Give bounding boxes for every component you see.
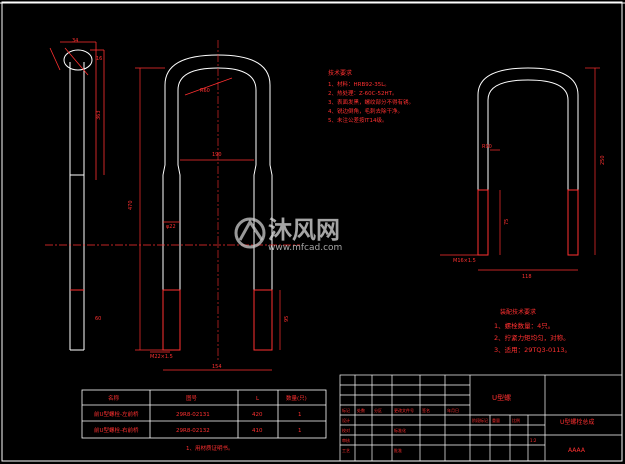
watermark-url: www.mfcad.com [268,243,342,253]
th-qty: 数量(只) [286,394,307,402]
dim-thread: M22×1.5 [150,354,173,360]
dim-thread-len: 95 [284,316,290,322]
tb-cell-9: 工艺 [342,448,350,453]
right-thread-ends [477,189,579,256]
tb-cell-0: 标记 [342,407,350,413]
tb-cell-6: 设计 [342,417,350,423]
tb-cell-12: 阶段标记 [472,417,488,423]
note2-2: 2、拧紧力矩均匀，对称。 [494,333,570,342]
right-dim-h: 250 [600,155,606,165]
tb-cell-10: 标准化 [394,427,406,433]
dim-left-height: 363 [96,110,102,120]
tb-cell-11: 批准 [394,447,402,453]
note-1: 1、材料：HRB92-35L。 [328,80,390,88]
right-dims [440,67,600,271]
tb-cell-7: 校对 [342,427,350,433]
note2-3: 3、适用：29TQ3-0113。 [494,345,571,354]
notes-title: 技术要求 [328,69,352,77]
note-3: 3、表面发黑，螺纹部分不得有锈。 [328,98,414,106]
right-dim-w: 118 [522,274,532,280]
left-side-view [63,49,93,351]
right-dim-len: 75 [504,219,510,225]
tb-cell-15: 1:2 [530,438,537,443]
main-dims [135,67,281,371]
tb-cell-14: 比例 [512,417,520,423]
th-code: 图号 [186,394,198,402]
watermark: 沐风网 www.mfcad.com [234,216,342,253]
note-4: 4、锐边倒角，毛刺去除干净。 [328,107,403,115]
note2-1: 1、螺栓数量：4只。 [494,321,554,330]
row1-code: 29R8-02131 [176,412,210,418]
tb-cell-8: 审核 [342,437,350,443]
tb-cell-2: 分区 [374,407,382,413]
note-5: 5、未注公差按IT14级。 [328,116,387,124]
tb-cell-3: 更改文件号 [394,407,414,413]
dim-top-small2: 16 [96,56,102,62]
row1-qty: 1 [298,412,302,418]
tb-cell-5: 年月日 [447,407,459,413]
tb-cell-1: 处数 [357,407,365,413]
assembly-notes: 装配技术要求 1、螺栓数量：4只。 2、拧紧力矩均匀，对称。 3、适用：29TQ… [494,308,571,354]
u-bolt-right [477,67,579,256]
row2-name: 前U型螺栓-右前桥 [94,426,139,434]
right-dim-r: R90 [482,144,492,150]
right-dim-thread: M16×1.5 [453,258,476,264]
tb-name: U型螺栓总成 [560,418,594,426]
row1-name: 前U型螺栓-左前桥 [94,410,139,418]
row2-qty: 1 [298,428,302,434]
row2-l: 410 [252,428,263,434]
notes2-title: 装配技术要求 [500,308,536,316]
thread-ends [162,289,273,351]
u-bolt-main [162,54,273,351]
parts-table [81,389,327,439]
watermark-text: 沐风网 [268,216,340,244]
tech-notes: 技术要求 1、材料：HRB92-35L。 2、热处理：Z-60C-52HT。 3… [328,69,414,124]
logo-mark-icon [238,219,264,241]
tb-main-label: U型螺 [492,393,511,402]
tb-code: AAAA [568,447,586,454]
dim-height-total: 470 [128,200,134,210]
dim-bottom-width: 154 [212,364,222,370]
th-l: L [256,396,260,402]
left-side-dims [49,41,105,180]
dim-top-small: 34 [72,38,78,44]
title-block [339,374,623,462]
th-name: 名称 [108,394,120,402]
row2-code: 29R8-02132 [176,428,210,434]
dim-width-inner: 190 [212,152,222,158]
dim-phi: φ22 [166,224,176,230]
row1-l: 420 [252,412,263,418]
tb-cell-4: 签名 [422,407,430,413]
table-note: 1、用材质证明书。 [186,444,234,452]
dim-r1: R60 [200,88,210,94]
tb-cells: 标记 处数 分区 更改文件号 签名 年月日 设计 校对 审核 工艺 标准化 批准… [342,407,537,453]
tb-cell-13: 重量 [492,417,500,423]
note-2: 2、热处理：Z-60C-52HT。 [328,89,397,97]
dim-mid-mark: 60 [95,316,101,322]
